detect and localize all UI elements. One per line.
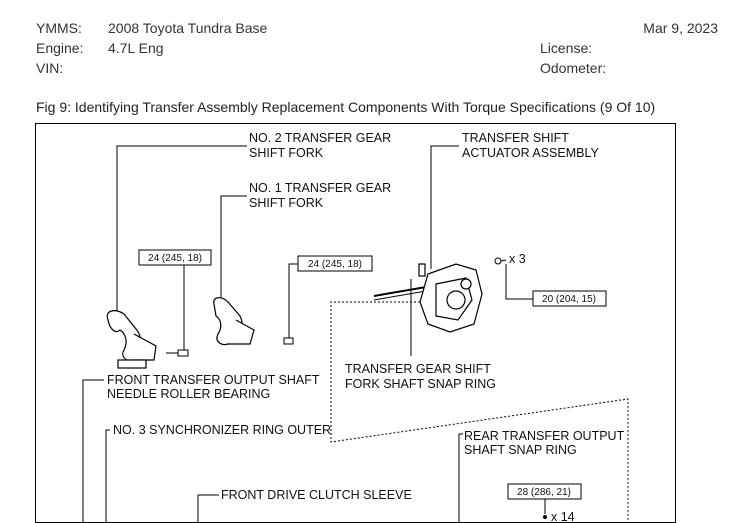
ymms-label: YMMS: (36, 20, 82, 36)
torque-spec-2: 24 (245, 18) (297, 255, 373, 272)
leader-no2-fork (116, 145, 247, 324)
label-rear-snap-ring-line1: REAR TRANSFER OUTPUT (464, 429, 625, 443)
engine-label: Engine: (36, 40, 84, 56)
bolt-x3 (494, 257, 507, 265)
bolt-1 (166, 349, 189, 357)
bolt-2 (283, 337, 294, 345)
exploded-view-figure: 24 (245, 18) 24 (245, 18) 20 (204, 15) 2… (35, 123, 676, 523)
label-no1-fork-line1: NO. 1 TRANSFER GEAR (249, 181, 391, 195)
torque-spec-1: 24 (245, 18) (138, 249, 212, 266)
label-snap-ring-line2: FORK SHAFT SNAP RING (345, 377, 496, 391)
label-rear-snap-ring-line2: SHAFT SNAP RING (464, 443, 577, 457)
ymms-value: 2008 Toyota Tundra Base (108, 20, 268, 36)
license-label: License: (540, 40, 593, 56)
exploded-view-diagram: 24 (245, 18) 24 (245, 18) 20 (204, 15) 2… (82, 131, 629, 523)
label-no2-fork-line1: NO. 2 TRANSFER GEAR (249, 131, 391, 145)
actuator-assembly-drawing (373, 263, 483, 333)
leader-needle-bearing (82, 379, 104, 522)
torque-spec-1-text: 24 (245, 18) (148, 253, 202, 264)
dashed-assembly-outline (330, 301, 629, 522)
label-needle-bearing-line1: FRONT TRANSFER OUTPUT SHAFT (107, 373, 320, 387)
leader-synchronizer (105, 429, 110, 522)
figure-caption: Fig 9: Identifying Transfer Assembly Rep… (36, 99, 656, 115)
torque-spec-3-text: 20 (204, 15) (542, 294, 596, 305)
engine-value: 4.7L Eng (108, 40, 164, 56)
qty-x14: x 14 (551, 510, 575, 523)
odometer-label: Odometer: (540, 60, 607, 76)
label-synchronizer: NO. 3 SYNCHRONIZER RING OUTER (113, 423, 331, 437)
leader-actuator (430, 145, 459, 269)
report-date: Mar 9, 2023 (643, 20, 718, 36)
vin-label: VIN: (36, 60, 64, 76)
label-actuator-line2: ACTUATOR ASSEMBLY (462, 146, 600, 160)
leader-clutch-sleeve (197, 494, 219, 522)
torque-spec-2-text: 24 (245, 18) (308, 259, 362, 270)
label-no1-fork-line2: SHIFT FORK (249, 196, 324, 210)
bolt-x14 (543, 515, 547, 519)
no1-shift-fork-drawing (213, 297, 255, 346)
label-clutch-sleeve: FRONT DRIVE CLUTCH SLEEVE (221, 488, 412, 502)
leader-rear-snap-ring (458, 433, 463, 522)
qty-x3: x 3 (509, 252, 526, 266)
torque-spec-4-text: 28 (286, 21) (517, 487, 571, 498)
torque-spec-3: 20 (204, 15) (532, 290, 607, 307)
torque-spec-4: 28 (286, 21) (507, 483, 582, 500)
label-snap-ring-line1: TRANSFER GEAR SHIFT (345, 362, 491, 376)
no2-shift-fork-drawing (106, 310, 157, 369)
label-needle-bearing-line2: NEEDLE ROLLER BEARING (107, 387, 270, 401)
leader-no1-fork (220, 195, 247, 304)
label-no2-fork-line2: SHIFT FORK (249, 146, 324, 160)
label-actuator-line1: TRANSFER SHIFT (462, 131, 569, 145)
